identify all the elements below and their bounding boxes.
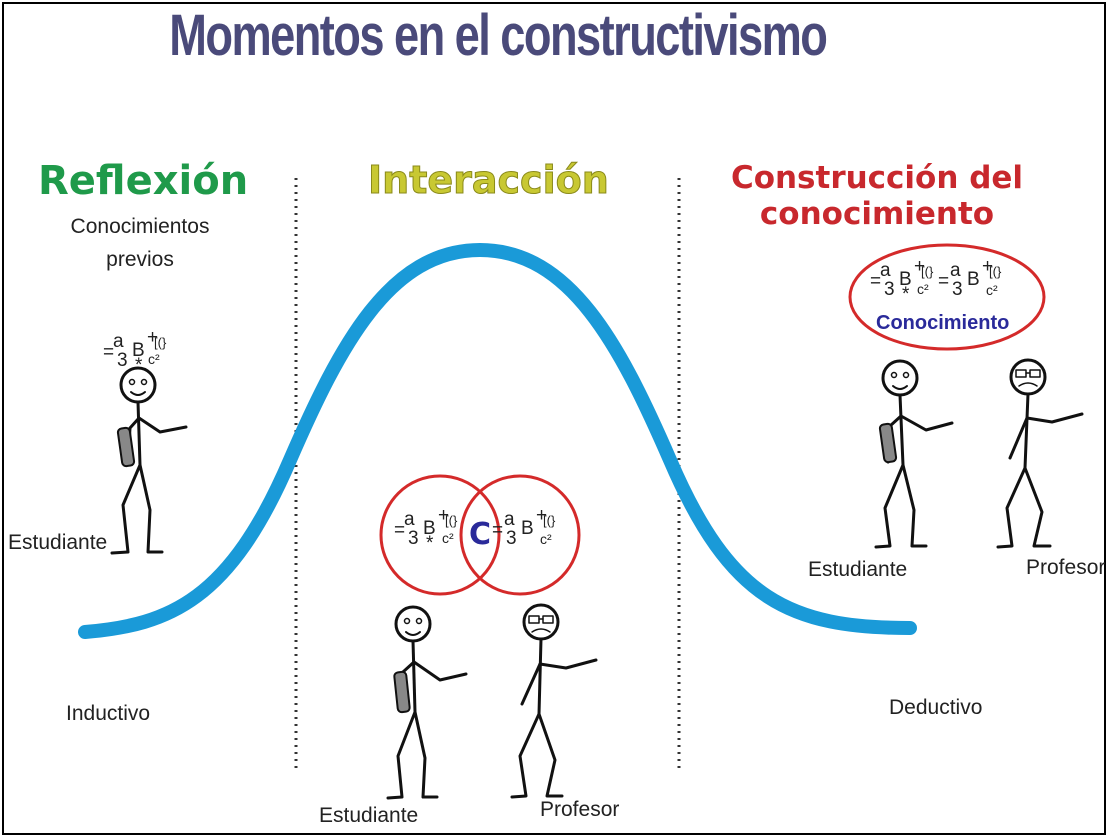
heading-construccion-line1: Construcción del — [730, 160, 1024, 196]
teacher-figure-construccion — [996, 358, 1084, 549]
heading-interaccion: Interacción — [368, 158, 610, 203]
formula-star: * — [135, 355, 143, 376]
teacher-knowledge-circle — [459, 474, 581, 596]
formula-brackets: [(} — [989, 264, 1002, 279]
formula-c2: c² — [986, 282, 998, 298]
formula-plus: + — [147, 327, 159, 348]
formula-eq: = — [938, 271, 950, 292]
formula-a: a — [113, 331, 124, 352]
formula-star: * — [902, 284, 910, 305]
student-figure-interaccion — [386, 605, 468, 800]
formula-c2: c² — [540, 531, 552, 547]
formula-brackets: [(} — [921, 264, 934, 279]
formula-a: a — [504, 509, 515, 530]
formula-plus: + — [982, 256, 994, 277]
formula-three: 3 — [884, 279, 895, 300]
formula-eq: = — [394, 520, 406, 541]
knowledge-bubble — [848, 243, 1046, 351]
label-student-interaccion: Estudiante — [319, 804, 419, 827]
formula-three: 3 — [408, 528, 419, 549]
formula-B: B — [967, 269, 980, 290]
formula-three: 3 — [117, 350, 128, 371]
formula-plus: + — [438, 505, 450, 526]
formula-B: B — [423, 518, 436, 539]
formula-brackets: [(} — [154, 335, 167, 350]
reflexion-subtitle-line1: Conocimientos — [70, 215, 210, 238]
heading-reflexion: Reflexión — [38, 158, 249, 204]
formula-a: a — [880, 260, 891, 281]
formula-c2: c² — [148, 351, 160, 367]
formula-brackets: [(} — [445, 513, 458, 528]
label-student-construccion: Estudiante — [808, 558, 908, 581]
shared-knowledge-symbol: C — [469, 517, 492, 552]
formula-three: 3 — [952, 279, 963, 300]
formula-plus: + — [914, 256, 926, 277]
formula-B: B — [132, 340, 145, 361]
reflexion-subtitle: Conocimientos previos — [60, 210, 220, 276]
formula-B: B — [899, 269, 912, 290]
knowledge-label: Conocimiento — [876, 312, 1010, 334]
student-knowledge-circle — [379, 474, 501, 596]
heading-construccion: Construcción del conocimiento — [712, 160, 1042, 232]
formula-eq: = — [870, 271, 882, 292]
student-figure-construccion — [874, 359, 954, 549]
formula-brackets: [(} — [543, 513, 556, 528]
formula-B: B — [521, 518, 534, 539]
heading-construccion-line2: conocimiento — [759, 196, 995, 232]
formula-eq: = — [492, 520, 504, 541]
formula-three: 3 — [506, 528, 517, 549]
formula-c2: c² — [917, 281, 929, 297]
method-deductivo: Deductivo — [889, 696, 983, 719]
formula-star: * — [426, 533, 434, 554]
reflexion-subtitle-line2: previos — [106, 248, 174, 271]
formula-c2: c² — [442, 530, 454, 546]
formula-eq: = — [103, 342, 115, 363]
diagram-title: Momentos en el constructivismo — [169, 3, 828, 68]
formula-a: a — [404, 509, 415, 530]
method-inductivo: Inductivo — [66, 702, 151, 725]
formula-plus: + — [536, 505, 548, 526]
label-teacher-interaccion: Profesor — [540, 798, 620, 821]
teacher-figure-interaccion — [510, 603, 598, 799]
formula-a: a — [950, 260, 961, 281]
student-figure-reflexion — [110, 366, 188, 555]
bell-curve — [78, 242, 917, 639]
label-student-reflexion: Estudiante — [8, 531, 108, 554]
label-teacher-construccion: Profesor — [1026, 556, 1106, 579]
